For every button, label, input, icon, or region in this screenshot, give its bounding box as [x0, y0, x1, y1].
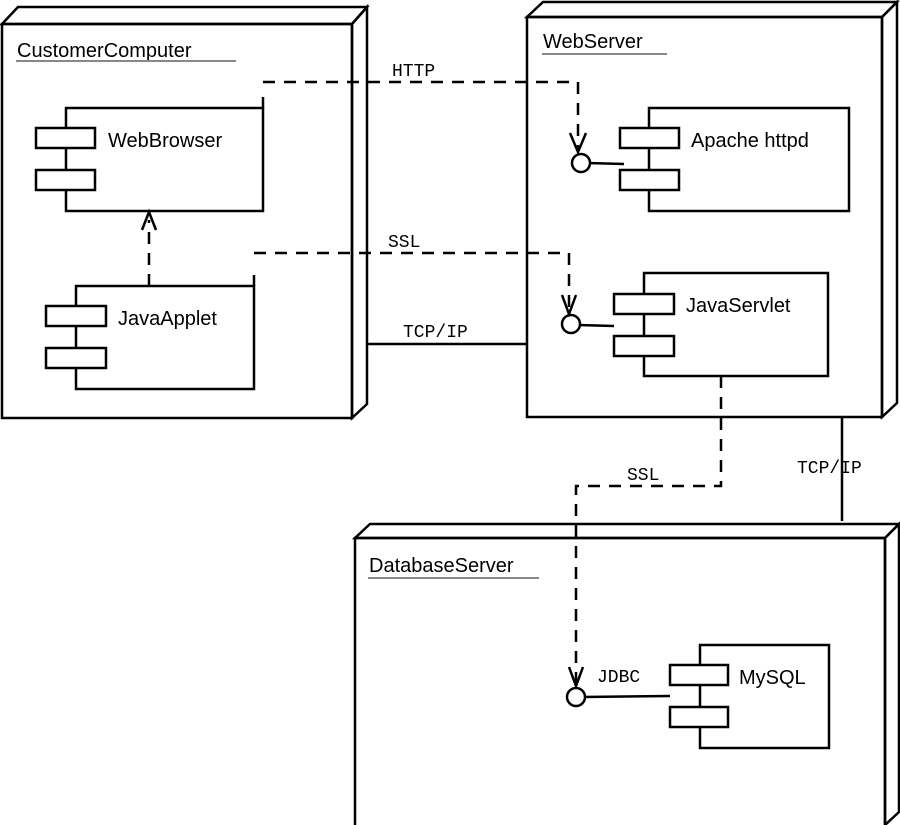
node-top-face: [351, 522, 900, 540]
component-tab-top: [668, 663, 730, 687]
interface-javaservlet: [560, 313, 615, 335]
connection-applet-to-browser[interactable]: [140, 208, 158, 286]
node-side-face: [880, 0, 899, 420]
component-tab-top: [34, 126, 97, 150]
component-tab-top: [612, 292, 676, 316]
arrowhead-icon: [568, 132, 588, 156]
node-label: DatabaseServer: [369, 555, 514, 577]
connection-ssl-servlet[interactable]: SSL: [567, 376, 723, 690]
connection-label: TCP/IP: [797, 459, 862, 479]
component-box: [642, 271, 830, 378]
node-side-face: [883, 521, 900, 825]
interface-stem: [582, 694, 671, 699]
node-side-face: [350, 3, 369, 421]
interface-label: JDBC: [597, 668, 640, 688]
component-label: Apache httpd: [691, 130, 809, 152]
node-front-face: [0, 22, 354, 420]
component-apache-httpd[interactable]: Apache httpd: [618, 106, 851, 213]
node-label: WebServer: [543, 31, 643, 53]
component-tab-bottom: [34, 168, 97, 192]
component-tab-bottom: [44, 346, 108, 370]
component-label: JavaApplet: [118, 308, 217, 330]
component-box: [647, 106, 851, 213]
component-tab-top: [618, 126, 681, 150]
node-front-face: [525, 15, 884, 419]
interface-apache: [570, 152, 625, 174]
component-tab-bottom: [618, 168, 681, 192]
connection-line: [574, 376, 723, 685]
connection-tcpip-webserver-database[interactable]: TCP/IP: [797, 417, 862, 521]
connection-label: TCP/IP: [403, 323, 468, 343]
component-box: [64, 106, 265, 213]
node-top-face: [523, 0, 900, 19]
connection-http[interactable]: HTTP: [261, 62, 588, 156]
node-top-face: [0, 5, 370, 26]
node-label: CustomerComputer: [17, 40, 192, 62]
interface-circle-icon: [570, 152, 592, 174]
connection-line: [263, 80, 580, 150]
component-mysql[interactable]: MySQL: [668, 643, 831, 750]
node-web-server[interactable]: WebServer: [523, 0, 900, 420]
connection-line: [254, 251, 571, 312]
connection-label: SSL: [388, 233, 420, 253]
arrowhead-icon: [140, 208, 158, 231]
node-customer-computer[interactable]: CustomerComputer: [0, 3, 370, 421]
connection-ssl-applet[interactable]: SSL: [252, 233, 578, 318]
interface-circle-icon: [560, 313, 582, 335]
component-box: [74, 284, 256, 391]
component-label: WebBrowser: [108, 130, 222, 152]
arrowhead-icon: [560, 294, 578, 318]
arrowhead-icon: [567, 666, 585, 690]
interface-circle-icon: [565, 686, 587, 708]
interface-stem: [577, 323, 615, 328]
component-tab-bottom: [668, 705, 730, 729]
component-javaservlet[interactable]: JavaServlet: [612, 271, 830, 378]
node-database-server[interactable]: DatabaseServer: [351, 521, 900, 825]
interface-stem: [586, 161, 625, 166]
component-label: MySQL: [739, 667, 806, 689]
interface-jdbc: JDBC: [565, 668, 671, 708]
connection-label: HTTP: [392, 62, 435, 82]
node-front-face: [353, 536, 887, 825]
component-box: [698, 643, 831, 750]
component-javaapplet[interactable]: JavaApplet: [44, 284, 256, 391]
component-webbrowser[interactable]: WebBrowser: [34, 106, 265, 213]
component-tab-bottom: [612, 334, 676, 358]
component-tab-top: [44, 304, 108, 328]
connection-tcpip-customer-webserver[interactable]: TCP/IP: [367, 323, 527, 346]
connection-label: SSL: [627, 466, 659, 486]
component-label: JavaServlet: [686, 295, 791, 317]
